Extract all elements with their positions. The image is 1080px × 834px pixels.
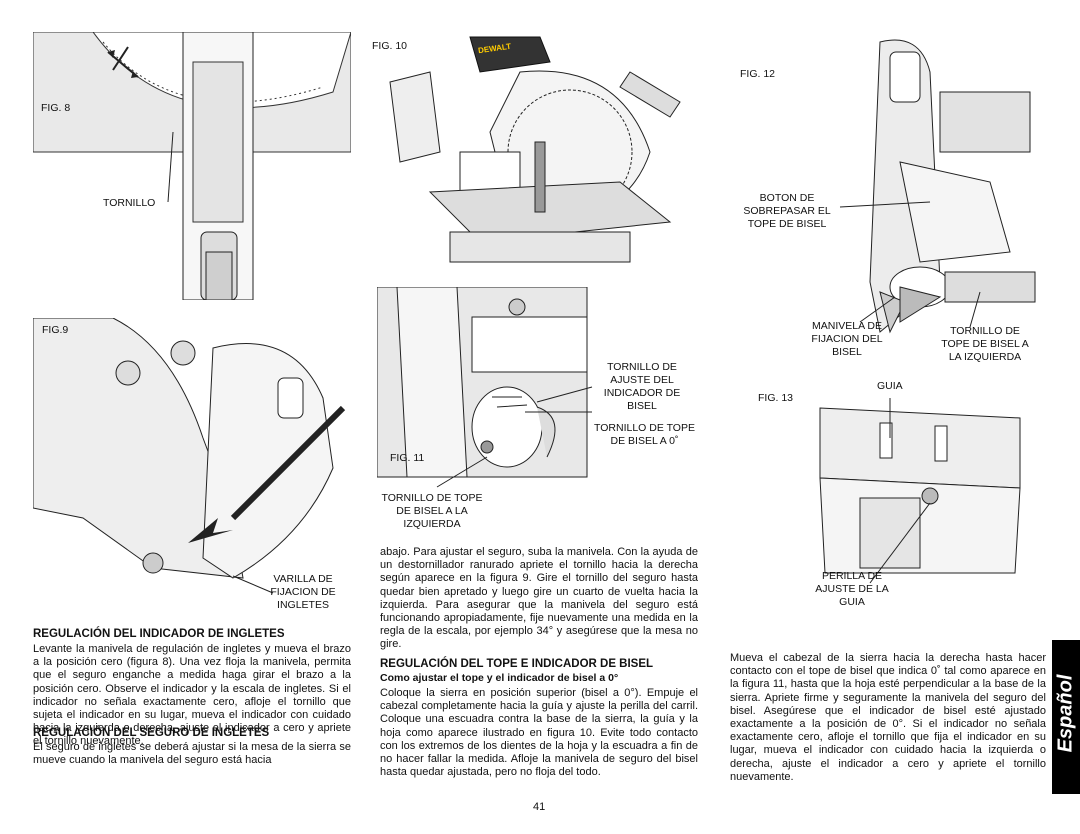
- fig12-tornillo-line-2: TOPE DE BISEL A: [941, 338, 1029, 350]
- language-side-tab: Español: [1052, 640, 1080, 794]
- section-title-bisel: REGULACIÓN DEL TOPE E INDICADOR DE BISEL: [380, 658, 654, 670]
- fig12-boton-line-2: SOBREPASAR EL: [743, 205, 831, 217]
- section-title-seguro: REGULACIÓN DEL SEGURO DE INGLETES: [33, 727, 270, 739]
- fig13-perilla-line-3: GUIA: [839, 596, 865, 608]
- fig13-perilla-line-1: PERILLA DE: [821, 570, 883, 582]
- fig12-manivela-line-2: FIJACION DEL: [811, 333, 883, 345]
- page-number: 41: [533, 801, 546, 813]
- fig8-illustration: [33, 32, 351, 300]
- fig9-illustration: [33, 318, 346, 594]
- fig11-label: FIG. 11: [390, 452, 425, 464]
- fig13-illustration: [819, 398, 1021, 584]
- section-title-ingletes: REGULACIÓN DEL INDICADOR DE INGLETES: [33, 628, 285, 640]
- fig9-callout-varilla: VARILLA DE FIJACION DE INGLETES: [258, 573, 348, 612]
- fig11-callout-tope0: TORNILLO DE TOPE DE BISEL A 0˚: [587, 422, 702, 448]
- fig9-callout-line-3: INGLETES: [277, 599, 329, 611]
- fig11-tope0-line-2: DE BISEL A 0˚: [610, 435, 679, 447]
- fig9-label: FIG.9: [42, 324, 69, 336]
- fig12-illustration: [839, 39, 1036, 334]
- figure-9: FIG.9 VARILLA DE FIJACION DE INGLETES: [33, 318, 351, 618]
- fig8-callout-tornillo: TORNILLO: [103, 197, 156, 209]
- figure-10: FIG. 10 DEWALT: [370, 32, 695, 272]
- fig11-illustration: [377, 287, 593, 488]
- fig13-callout-guia: GUIA: [877, 380, 903, 392]
- fig12-tornillo-line-3: LA IZQUIERDA: [948, 351, 1022, 363]
- figure-12: FIG. 12 BOTON DE SOBREPASAR EL TOPE DE B…: [730, 32, 1040, 377]
- fig12-manivela-line-3: BISEL: [832, 346, 862, 358]
- section-body-bisel: Coloque la sierra en posición superior (…: [380, 687, 698, 779]
- fig11-ajuste-line-4: BISEL: [627, 400, 657, 412]
- section-body-seguro-continued: abajo. Para ajustar el seguro, suba la m…: [380, 546, 698, 651]
- fig12-callout-manivela: MANIVELA DE FIJACION DEL BISEL: [792, 320, 902, 359]
- fig13-callout-perilla: PERILLA DE AJUSTE DE LA GUIA: [802, 570, 902, 609]
- fig12-manivela-line-1: MANIVELA DE: [811, 320, 883, 332]
- fig11-izq-line-3: IZQUIERDA: [403, 518, 461, 530]
- fig12-tornillo-line-1: TORNILLO DE: [950, 325, 1020, 337]
- figure-13: FIG. 13 GUIA PERILLA DE AJUSTE DE LA GUI…: [730, 378, 1040, 608]
- fig10-label: FIG. 10: [372, 40, 408, 52]
- figure-11: FIG. 11 TORNILLO DE AJUSTE DEL INDICADOR…: [377, 287, 702, 530]
- fig12-boton-line-3: TOPE DE BISEL: [747, 218, 827, 230]
- fig12-label: FIG. 12: [740, 68, 776, 80]
- fig9-callout-line-2: FIJACION DE: [270, 586, 336, 598]
- section-body-right: Mueva el cabezal de la sierra hacia la d…: [730, 652, 1046, 783]
- fig13-perilla-line-2: AJUSTE DE LA: [815, 583, 889, 595]
- fig11-ajuste-line-1: TORNILLO DE: [607, 361, 677, 373]
- fig13-label: FIG. 13: [758, 392, 794, 404]
- section-subtitle-bisel: Como ajustar el tope y el indicador de b…: [380, 672, 619, 684]
- fig11-callout-ajuste: TORNILLO DE AJUSTE DEL INDICADOR DE BISE…: [587, 361, 697, 413]
- fig9-callout-line-1: VARILLA DE: [273, 573, 333, 585]
- fig12-callout-boton: BOTON DE SOBREPASAR EL TOPE DE BISEL: [732, 192, 842, 231]
- fig12-boton-line-1: BOTON DE: [759, 192, 815, 204]
- fig11-ajuste-line-3: INDICADOR DE: [603, 387, 681, 399]
- fig8-label: FIG. 8: [41, 102, 71, 114]
- fig11-izq-line-1: TORNILLO DE TOPE: [381, 492, 483, 504]
- figure-8: FIG. 8 TORNILLO: [33, 32, 351, 300]
- fig11-ajuste-line-2: AJUSTE DEL: [610, 374, 674, 386]
- fig12-callout-tornillo: TORNILLO DE TOPE DE BISEL A LA IZQUIERDA: [930, 325, 1040, 364]
- section-body-seguro: El seguro de ingletes se deberá ajustar …: [33, 741, 351, 767]
- language-tab-label: Español: [1054, 674, 1077, 753]
- fig11-callout-izquierda: TORNILLO DE TOPE DE BISEL A LA IZQUIERDA: [377, 492, 487, 531]
- fig11-tope0-line-1: TORNILLO DE TOPE: [594, 422, 695, 434]
- fig11-izq-line-2: DE BISEL A LA: [396, 505, 468, 517]
- section-body-ingletes: Levante la manivela de regulación de ing…: [33, 643, 351, 748]
- fig10-illustration: [389, 36, 681, 263]
